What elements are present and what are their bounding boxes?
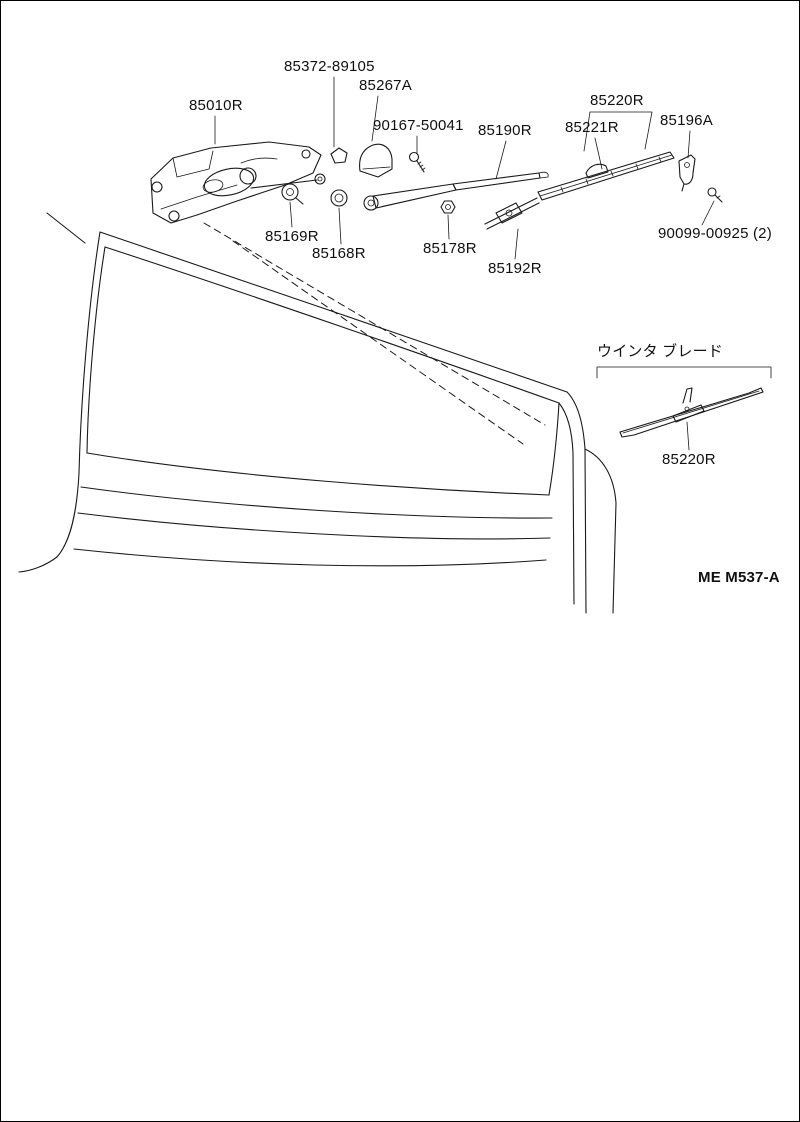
part-label-cap: 85168R: [312, 245, 366, 262]
part-label-clip: 85372-89105: [284, 58, 375, 75]
part-label-blade-assembly: 85220R: [590, 92, 644, 109]
part-label-wiper-arm: 85190R: [478, 122, 532, 139]
end-cap-and-screw: [678, 154, 723, 203]
wiper-motor-assembly: [150, 141, 326, 224]
winter-blade-caption: ウインタ ブレード: [597, 343, 723, 360]
leader-lines: [214, 76, 772, 451]
vehicle-body-outline: [18, 212, 617, 614]
wiper-blade-assembly: [484, 151, 675, 230]
part-label-blade-rubber: 85221R: [565, 119, 619, 136]
winter-blade: [619, 387, 764, 438]
part-label-end-cap: 85196A: [660, 112, 713, 129]
part-label-screw-right: 90099-00925 (2): [658, 225, 772, 242]
pivot-cover-and-clip: [330, 143, 393, 178]
part-label-nut: 85178R: [423, 240, 477, 257]
part-label-winter-blade: 85220R: [662, 451, 716, 468]
part-label-blade-link: 85192R: [488, 260, 542, 277]
part-label-pivot-cover: 85267A: [359, 77, 412, 94]
part-label-grommet: 85169R: [265, 228, 319, 245]
grommet-and-cap: [281, 183, 348, 207]
wiper-arm: [363, 171, 549, 211]
figure-code: ME M537-A: [698, 569, 780, 586]
part-label-screw-top: 90167-50041: [373, 117, 464, 134]
screw-top: [408, 151, 426, 173]
pivot-nut: [440, 200, 456, 214]
part-label-wiper-motor: 85010R: [189, 97, 243, 114]
